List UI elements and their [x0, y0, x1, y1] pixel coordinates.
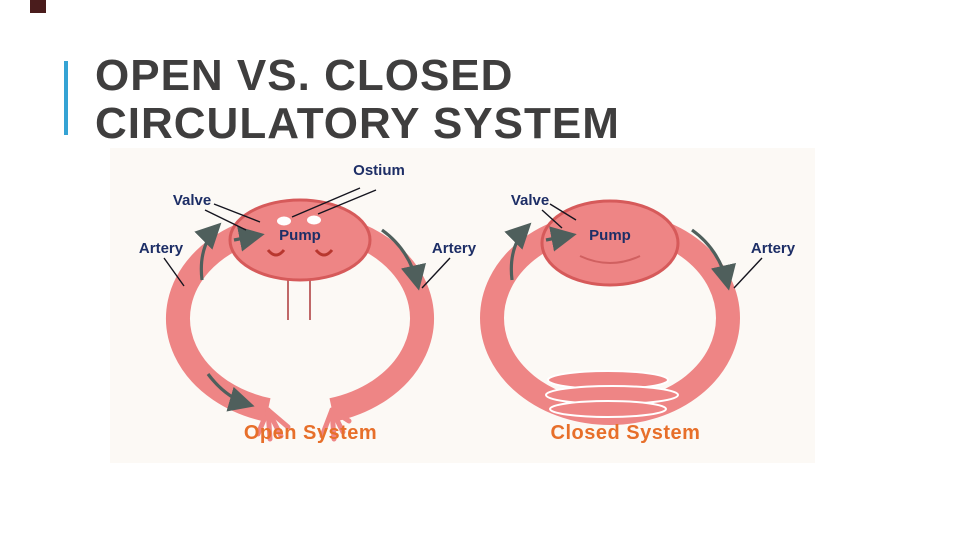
open-system-figure: [163, 187, 451, 442]
slide-title: OPEN VS. CLOSED CIRCULATORY SYSTEM: [95, 51, 620, 149]
slide-corner-mark: [30, 0, 46, 13]
open-pump-heart: [228, 198, 372, 282]
closed-pump-heart: [540, 199, 680, 287]
ostium-openings: [277, 215, 321, 226]
slide-title-line2: CIRCULATORY SYSTEM: [95, 99, 620, 149]
capillary-network: [545, 370, 679, 418]
circulatory-diagram-svg: [163, 187, 763, 442]
open-end-fringes: [255, 407, 352, 442]
label-artery-far-right: Artery: [750, 240, 796, 257]
label-pump-left: Pump: [279, 227, 321, 244]
label-valve-left: Valve: [172, 192, 212, 209]
label-artery-far-left: Artery: [138, 240, 184, 257]
circulatory-diagram: Ostium Valve Pump Artery Artery Valve Pu…: [110, 148, 815, 463]
closed-leader-lines: [541, 203, 763, 289]
closed-pump-crease: [579, 255, 641, 264]
title-accent-bar: [64, 61, 68, 135]
label-ostium: Ostium: [353, 162, 405, 179]
open-leader-lines: [163, 187, 451, 289]
closed-flow-arrows: [504, 222, 736, 291]
label-pump-right: Pump: [589, 227, 631, 244]
open-valve-marks: [266, 249, 334, 257]
open-flow-arrows: [194, 222, 426, 412]
caption-open-system: Open System: [243, 422, 378, 444]
closed-system-figure: [480, 199, 763, 425]
caption-closed-system: Closed System: [550, 422, 701, 444]
slide-title-line1: OPEN VS. CLOSED: [95, 51, 514, 100]
label-valve-right: Valve: [510, 192, 550, 209]
label-artery-middle: Artery: [431, 240, 477, 257]
